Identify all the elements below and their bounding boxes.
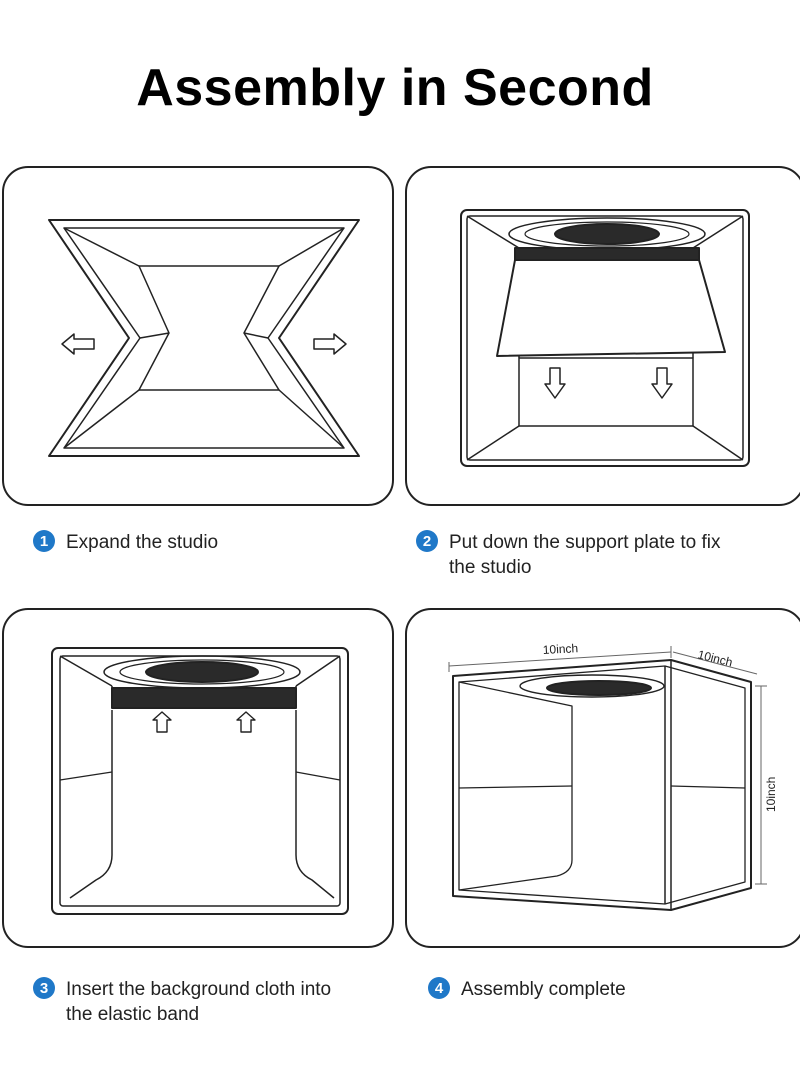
arrow-left-icon bbox=[61, 333, 95, 355]
step-2: 2 Put down the support plate to fix the … bbox=[416, 530, 720, 580]
step-2-illustration bbox=[405, 166, 800, 506]
studio-folded-frame bbox=[48, 219, 360, 457]
background-cloth bbox=[69, 710, 335, 899]
step-text-line: the studio bbox=[449, 557, 532, 578]
step-description: Assembly complete bbox=[461, 979, 626, 1000]
step-number-badge: 4 bbox=[428, 977, 450, 999]
step-text-line: Insert the background cloth into bbox=[66, 979, 332, 1000]
step-description: Put down the support plate to fix the st… bbox=[449, 530, 720, 580]
step-1-illustration bbox=[2, 166, 394, 506]
support-plate bbox=[496, 247, 726, 357]
arrow-up-icon bbox=[236, 711, 256, 733]
studio-box-3d bbox=[452, 659, 752, 911]
arrow-up-icon bbox=[152, 711, 172, 733]
arrow-right-icon bbox=[313, 333, 347, 355]
depth-dimension-label: 10inch bbox=[696, 647, 734, 669]
step-number-badge: 3 bbox=[33, 977, 55, 999]
dimension-lines bbox=[448, 646, 767, 885]
step-description: Insert the background cloth into the ela… bbox=[66, 977, 331, 1027]
step-1: 1 Expand the studio bbox=[33, 530, 218, 555]
led-light-ring bbox=[508, 217, 706, 251]
arrow-down-icon bbox=[651, 367, 673, 399]
step-number-badge: 2 bbox=[416, 530, 438, 552]
step-4-illustration: 10inch 10inch 10inch bbox=[405, 608, 800, 948]
led-light-ring bbox=[103, 655, 301, 689]
step-text-line: the elastic band bbox=[66, 1004, 200, 1025]
page-title: Assembly in Second bbox=[136, 59, 654, 117]
step-description: Expand the studio bbox=[66, 532, 219, 553]
step-4: 4 Assembly complete bbox=[428, 977, 626, 1002]
step-3: 3 Insert the background cloth into the e… bbox=[33, 977, 331, 1027]
step-text-line: Put down the support plate to fix bbox=[449, 532, 721, 553]
height-dimension-label: 10inch bbox=[764, 777, 778, 812]
step-3-illustration bbox=[2, 608, 394, 948]
led-light-ring bbox=[519, 674, 665, 698]
elastic-band bbox=[111, 687, 297, 709]
arrow-down-icon bbox=[544, 367, 566, 399]
width-dimension-label: 10inch bbox=[542, 641, 578, 657]
step-number-badge: 1 bbox=[33, 530, 55, 552]
